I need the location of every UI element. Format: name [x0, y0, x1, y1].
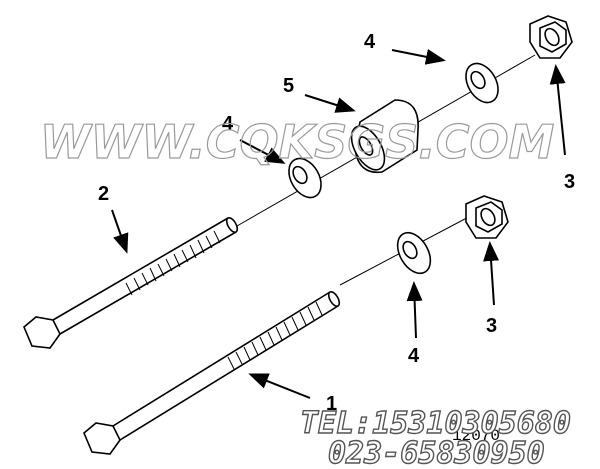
callout-washer-top: 4	[364, 31, 376, 53]
capscrew-long	[23, 216, 239, 349]
callout-capscrew-long: 2	[98, 183, 109, 205]
washer-mid	[288, 157, 322, 199]
arrow-capscrew-long	[111, 209, 129, 254]
leader-arrows	[111, 49, 566, 399]
watermark-site: WWW.CQKSGS.COM	[40, 115, 554, 169]
capscrew-long-head	[23, 316, 61, 349]
callout-nut-bottom: 3	[486, 315, 497, 337]
capscrew-long-threads	[125, 230, 221, 296]
arrow-nut-bottom	[483, 241, 500, 306]
washer-top	[465, 62, 499, 104]
callout-labels: 4 5 4 3 2 3 4 1	[98, 31, 575, 415]
arrow-nut-top	[549, 64, 566, 156]
capscrew-bottom-head	[83, 422, 121, 455]
arrow-washer-top	[391, 49, 446, 65]
callout-washer-bottom: 4	[408, 345, 420, 367]
callout-spacer: 5	[283, 75, 294, 97]
callout-washer-mid: 4	[222, 113, 234, 135]
arrow-spacer	[304, 94, 356, 113]
washer-bottom	[396, 231, 432, 275]
watermark-phone: 023-65830950	[328, 436, 545, 469]
part-number: 12070	[452, 427, 500, 445]
arrow-washer-mid	[239, 139, 286, 164]
capscrew-bottom	[83, 290, 341, 455]
arrow-washer-bottom	[406, 281, 423, 339]
capscrew-bottom-threads	[227, 301, 323, 370]
spacer	[350, 99, 419, 174]
callout-capscrew-bottom: 1	[326, 393, 337, 415]
nut-top	[529, 15, 573, 59]
arrow-capscrew-bottom	[248, 373, 311, 399]
nut-bottom	[465, 195, 509, 239]
watermark-tel: TEL:15310305680	[300, 406, 571, 441]
upper-assembly	[23, 15, 573, 349]
lower-assembly	[83, 195, 509, 455]
callout-nut-top: 3	[564, 171, 575, 193]
